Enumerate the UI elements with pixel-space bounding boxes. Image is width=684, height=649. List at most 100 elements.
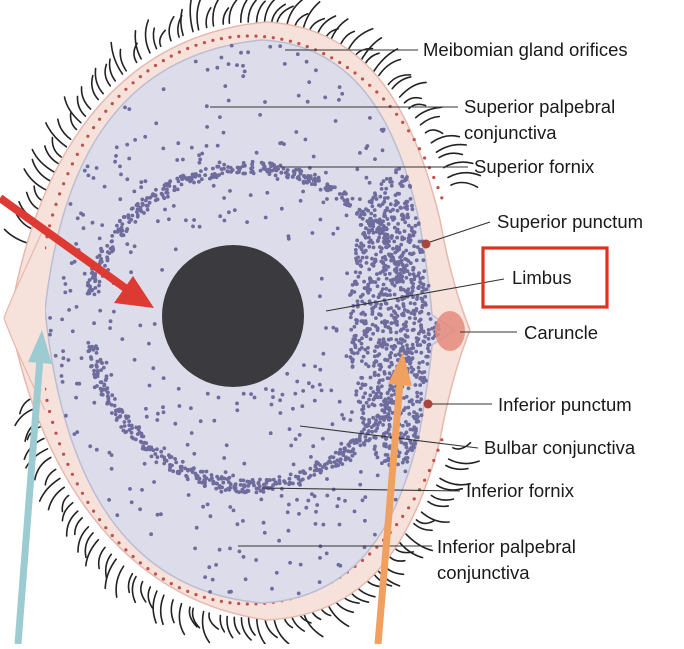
conjunctival-cell (301, 469, 306, 474)
meibomian-orifice (219, 599, 223, 604)
conjunctival-cell (411, 443, 416, 448)
conjunctival-cell (175, 176, 180, 181)
conjunctival-cell (393, 344, 398, 349)
conjunctival-cell (396, 277, 401, 282)
conjunctival-cell (403, 323, 408, 327)
conjunctival-cell (340, 195, 344, 200)
conjunctival-cell (227, 487, 232, 492)
conjunctival-cell (370, 220, 375, 225)
conjunctival-cell (358, 259, 363, 263)
meibomian-orifice (124, 87, 128, 91)
conjunctival-cell (376, 277, 381, 281)
conjunctival-cell (389, 393, 394, 398)
conjunctival-cell (89, 364, 93, 369)
conjunctival-cell (402, 457, 406, 462)
meibomian-orifice (245, 602, 249, 606)
eyelash (110, 41, 124, 75)
conjunctival-cell (374, 391, 379, 396)
conjunctival-cell (98, 386, 103, 391)
conjunctival-cell (352, 324, 357, 329)
eyelash (61, 494, 70, 513)
conjunctival-cell (402, 308, 407, 312)
conjunctival-cell (350, 364, 355, 369)
conjunctival-cell (228, 189, 232, 193)
conjunctival-cell (337, 192, 342, 196)
conjunctival-cell (364, 255, 369, 260)
conjunctival-cell (392, 215, 396, 220)
conjunctival-cell (375, 353, 380, 358)
conjunctival-cell (358, 400, 363, 405)
conjunctival-cell (351, 447, 356, 452)
conjunctival-cell (405, 423, 410, 427)
conjunctival-cell (98, 308, 103, 313)
conjunctival-cell (417, 310, 422, 315)
conjunctival-cell (92, 375, 97, 379)
conjunctival-cell (382, 340, 387, 345)
conjunctival-cell (161, 187, 166, 191)
conjunctival-cell (105, 390, 110, 395)
conjunctival-cell (152, 322, 157, 326)
conjunctival-cell (374, 316, 378, 320)
conjunctival-cell (68, 202, 73, 206)
leader-inferior-fornix (261, 487, 461, 492)
conjunctival-cell (122, 420, 127, 424)
conjunctival-cell (403, 469, 408, 474)
conjunctival-cell (392, 225, 397, 230)
conjunctival-cell (228, 505, 233, 509)
conjunctival-cell (406, 435, 410, 440)
conjunctival-cell (93, 277, 98, 282)
conjunctival-cell (202, 474, 207, 479)
meibomian-orifice (66, 172, 70, 176)
conjunctival-cell (298, 198, 303, 203)
conjunctival-cell (373, 373, 377, 377)
conjunctival-cell (288, 472, 293, 477)
conjunctival-cell (129, 500, 134, 505)
meibomian-orifice (368, 552, 372, 556)
conjunctival-cell (368, 337, 373, 341)
conjunctival-cell (94, 166, 99, 170)
meibomian-orifice (70, 472, 74, 476)
conjunctival-cell (404, 320, 409, 324)
meibomian-orifice (48, 409, 52, 414)
conjunctival-cell (348, 203, 353, 207)
conjunctival-cell (383, 209, 388, 213)
conjunctival-cell (120, 233, 124, 238)
conjunctival-cell (109, 453, 114, 457)
conjunctival-cell (204, 469, 209, 474)
conjunctival-cell (205, 391, 210, 396)
eyelash (387, 74, 412, 86)
conjunctival-cell (417, 361, 422, 365)
conjunctival-cell (343, 498, 347, 503)
meibomian-orifice (58, 442, 62, 446)
conjunctival-cell (389, 313, 394, 318)
conjunctival-cell (338, 460, 343, 464)
conjunctival-cell (396, 298, 400, 303)
conjunctival-cell (277, 475, 282, 479)
conjunctival-cell (430, 326, 434, 331)
conjunctival-cell (407, 183, 412, 188)
conjunctival-cell (372, 435, 376, 440)
conjunctival-cell (364, 175, 369, 180)
conjunctival-cell (59, 374, 64, 378)
conjunctival-cell (211, 166, 215, 171)
conjunctival-cell (120, 228, 125, 233)
conjunctival-cell (378, 416, 383, 421)
conjunctival-cell (254, 558, 258, 562)
eyelash (443, 161, 474, 169)
conjunctival-cell (337, 85, 342, 89)
conjunctival-cell (310, 182, 314, 187)
conjunctival-cell (171, 204, 176, 208)
meibomian-orifice (368, 83, 372, 87)
conjunctival-cell (378, 395, 383, 400)
conjunctival-cell (387, 408, 392, 413)
conjunctival-cell (367, 244, 372, 249)
conjunctival-cell (239, 50, 243, 55)
conjunctival-cell (349, 292, 353, 296)
conjunctival-cell (144, 203, 149, 208)
conjunctival-cell (348, 418, 353, 422)
conjunctival-cell (259, 497, 264, 502)
conjunctival-cell (354, 389, 359, 394)
meibomian-orifice (80, 143, 85, 147)
conjunctival-cell (366, 346, 370, 350)
conjunctival-cell (380, 461, 384, 466)
